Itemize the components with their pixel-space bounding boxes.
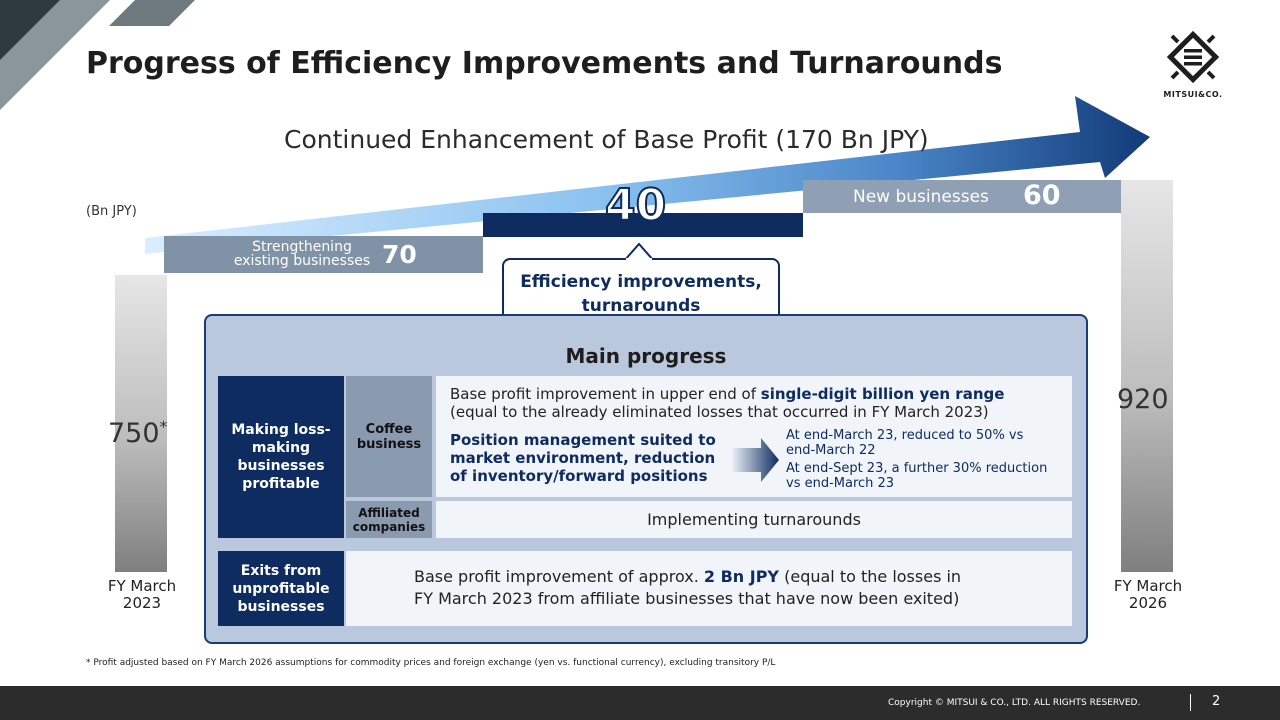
corner-decoration-dark	[0, 0, 60, 60]
headline: Continued Enhancement of Base Profit (17…	[284, 125, 929, 154]
main-progress-panel: Main progress Making loss- making busine…	[204, 314, 1088, 644]
copyright: Copyright © MITSUI & CO., LTD. ALL RIGHT…	[888, 698, 1141, 708]
segment-new-businesses-label: New businesses	[853, 187, 989, 207]
right-arrow-icon	[731, 438, 779, 482]
coffee-summary: Base profit improvement in upper end of …	[450, 385, 1005, 421]
segment-new-businesses: New businesses 60	[803, 180, 1121, 213]
result-sept: At end-Sept 23, a further 30% reduction …	[786, 461, 1048, 491]
coffee-detail: Base profit improvement in upper end of …	[436, 376, 1072, 497]
affiliated-detail: Implementing turnarounds	[436, 501, 1072, 538]
exits-text: Base profit improvement of approx. 2 Bn …	[414, 567, 962, 608]
footer-bar: Copyright © MITSUI & CO., LTD. ALL RIGHT…	[0, 686, 1280, 720]
corner-stripe	[109, 0, 195, 26]
segment-new-businesses-value: 60	[1023, 180, 1061, 211]
mitsui-logo-icon	[1166, 30, 1220, 84]
company-logo: MITSUI&CO.	[1162, 28, 1224, 99]
exits-label: Exits from unprofitable businesses	[218, 551, 344, 626]
page-title: Progress of Efficiency Improvements and …	[86, 46, 1003, 81]
segment-efficiency-value: 40	[604, 179, 667, 232]
logo-text: MITSUI&CO.	[1163, 90, 1223, 99]
segment-strengthening-value: 70	[382, 240, 417, 269]
bar-fy2023	[115, 275, 167, 572]
growth-arrow	[145, 96, 1150, 254]
footnote: * Profit adjusted based on FY March 2026…	[86, 658, 776, 668]
page-number: 2	[1212, 694, 1221, 709]
result-march: At end-March 23, reduced to 50% vs end-M…	[786, 428, 1024, 458]
callout-pointer-cover	[626, 258, 652, 262]
exits-detail: Base profit improvement of approx. 2 Bn …	[346, 551, 1072, 626]
value-fy2026: 920	[1117, 384, 1169, 415]
position-management: Position management suited to market env…	[450, 431, 716, 485]
unit-label: (Bn JPY)	[86, 204, 137, 219]
loss-making-label: Making loss- making businesses profitabl…	[218, 376, 344, 538]
value-fy2023: 750*	[108, 417, 168, 449]
footer-separator	[1190, 694, 1191, 711]
main-progress-title: Main progress	[565, 344, 727, 368]
segment-efficiency	[483, 213, 803, 237]
bar-fy2026	[1121, 180, 1173, 572]
